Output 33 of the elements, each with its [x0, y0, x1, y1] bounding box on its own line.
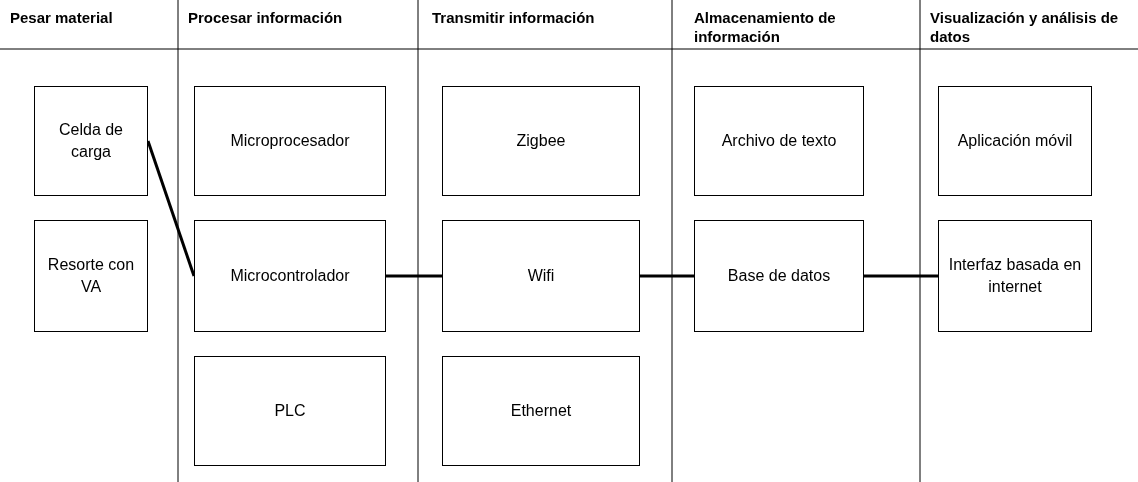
option-text: Wifi [527, 266, 555, 286]
column-heading: Pesar material [10, 8, 114, 27]
option-box [194, 220, 386, 332]
option-text: Microprocesador [230, 131, 350, 151]
option-text: PLC [274, 401, 306, 421]
option-text: Archivo de texto [721, 131, 837, 151]
option-box [194, 86, 386, 196]
column-heading: Transmitir información [432, 8, 596, 27]
option-box [694, 220, 864, 332]
column-heading: Procesar información [188, 8, 344, 27]
connector-line [864, 274, 938, 278]
option-box [938, 220, 1092, 332]
option-text: Microcontrolador [230, 266, 350, 286]
option-box [442, 86, 640, 196]
option-text: Celda de carga [57, 120, 124, 162]
connector-line [386, 274, 442, 278]
option-text: Interfaz basada en internet [947, 255, 1083, 297]
option-text: Base de datos [727, 266, 831, 286]
option-text: Ethernet [510, 401, 572, 421]
option-box [34, 86, 148, 196]
option-text: Resorte con VA [46, 255, 136, 297]
option-text: Zigbee [516, 131, 566, 151]
option-box [442, 356, 640, 466]
connector-line [146, 140, 196, 277]
option-text: Aplicación móvil [957, 131, 1073, 151]
option-box [938, 86, 1092, 196]
option-box [194, 356, 386, 466]
option-box [694, 86, 864, 196]
option-box [34, 220, 148, 332]
column-heading: Visualización y análisis de datos [930, 8, 1120, 46]
option-box [442, 220, 640, 332]
connector-line [640, 274, 694, 278]
column-heading: Almacenamiento de información [694, 8, 837, 46]
